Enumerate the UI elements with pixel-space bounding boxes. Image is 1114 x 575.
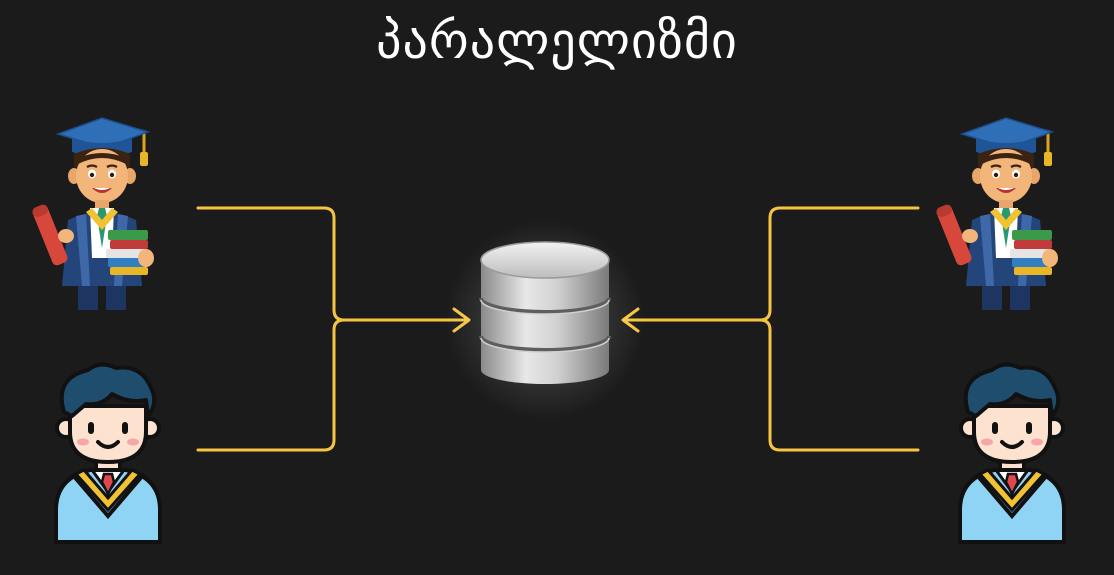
left-connector xyxy=(196,206,471,452)
page-title: პარალელიზმი xyxy=(376,12,738,70)
graduate-student-icon xyxy=(933,116,1060,312)
student-icon xyxy=(54,362,162,544)
graduate-student-icon xyxy=(29,116,156,312)
database-icon xyxy=(445,220,645,420)
right-connector xyxy=(621,206,920,452)
student-icon xyxy=(958,362,1066,544)
